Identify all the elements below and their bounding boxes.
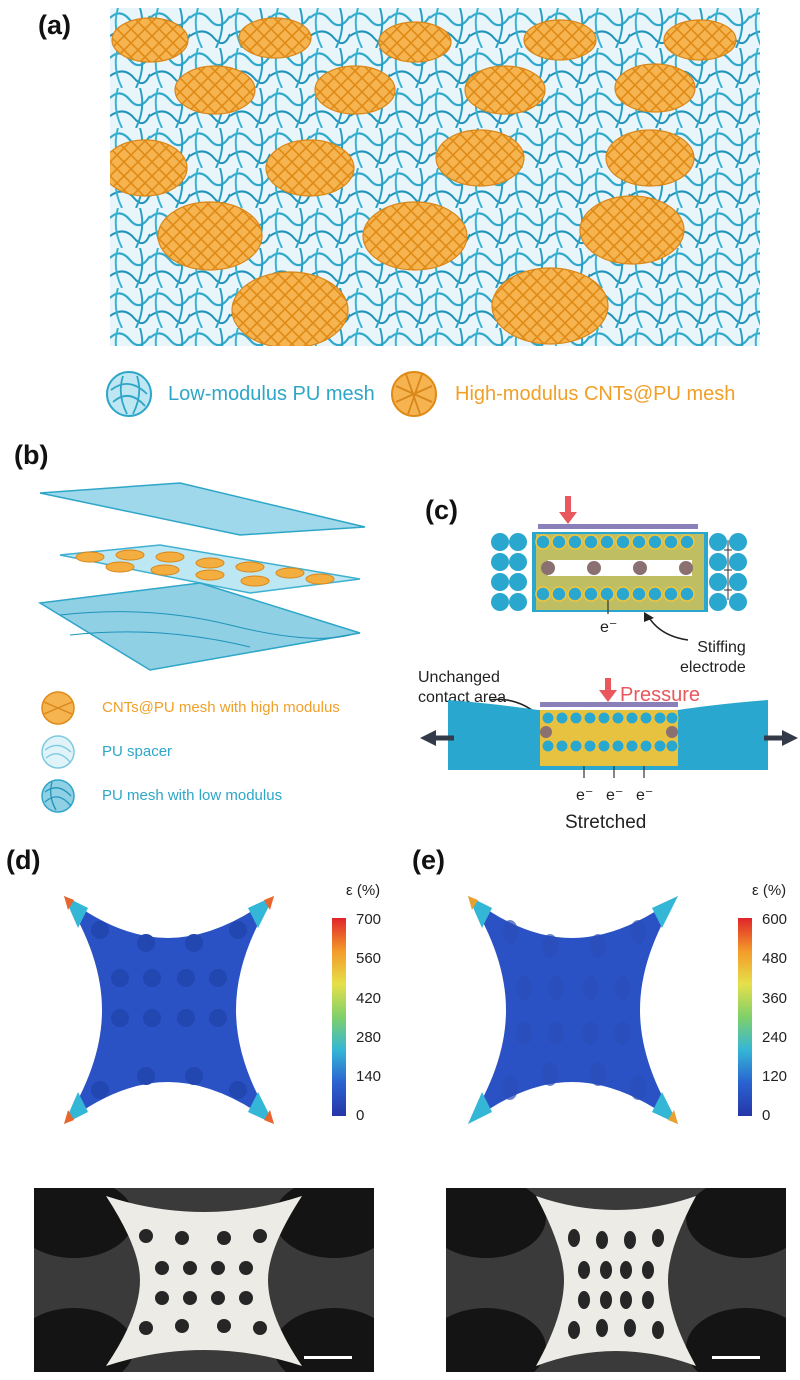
stiffing-arrow-icon bbox=[640, 612, 690, 642]
colorbar-e-tick-360: 360 bbox=[762, 990, 788, 1007]
panel-label-c: (c) bbox=[425, 495, 458, 525]
colorbar-d-tick-700: 700 bbox=[356, 911, 382, 928]
legend-low-label: PU mesh with low modulus bbox=[102, 787, 283, 804]
photo-d bbox=[34, 1188, 374, 1372]
pressure-label: Pressure bbox=[620, 684, 701, 706]
electron-label-top: e⁻ bbox=[600, 619, 618, 636]
colorbar-d-tick-560: 560 bbox=[356, 950, 382, 967]
strain-simulation-d bbox=[48, 888, 288, 1133]
pu-spacer-icon bbox=[40, 734, 76, 770]
panel-label-b: (b) bbox=[14, 440, 49, 470]
colorbar-d-tick-280: 280 bbox=[356, 1029, 382, 1046]
layer-stack-illustration bbox=[30, 475, 370, 675]
stretched-label: Stretched bbox=[565, 812, 647, 833]
low-modulus-mesh-icon bbox=[105, 370, 153, 418]
colorbar-e-tick-480: 480 bbox=[762, 950, 788, 967]
panel-label-d: (d) bbox=[6, 845, 41, 875]
stretched-sensor-diagram bbox=[418, 670, 800, 780]
colorbar-d bbox=[332, 918, 346, 1116]
strain-simulation-e bbox=[452, 888, 692, 1133]
electron-label-2: e⁻ bbox=[606, 787, 624, 804]
panel-label-a: (a) bbox=[38, 10, 71, 40]
low-modulus-icon bbox=[40, 778, 76, 814]
colorbar-e-tick-120: 120 bbox=[762, 1068, 788, 1085]
legend-cnt-label: CNTs@PU mesh with high modulus bbox=[102, 699, 340, 716]
stiffing-electrode-label: Stiffing electrode bbox=[680, 639, 746, 676]
unchanged-contact-area-label: Unchanged contact area bbox=[418, 669, 507, 706]
high-modulus-mesh-icon bbox=[390, 370, 438, 418]
colorbar-e-tick-600: 600 bbox=[762, 911, 788, 928]
colorbar-d-tick-140: 140 bbox=[356, 1068, 382, 1085]
electron-label-3: e⁻ bbox=[636, 787, 654, 804]
electron-label-1: e⁻ bbox=[576, 787, 594, 804]
colorbar-e-tick-240: 240 bbox=[762, 1029, 788, 1046]
colorbar-e-tick-0: 0 bbox=[762, 1107, 771, 1124]
colorbar-d-label: ε (%) bbox=[346, 882, 381, 899]
colorbar-d-tick-420: 420 bbox=[356, 990, 382, 1007]
legend-spacer-label: PU spacer bbox=[102, 743, 173, 760]
colorbar-d-tick-0: 0 bbox=[356, 1107, 365, 1124]
legend-high-modulus-label: High-modulus CNTs@PU mesh bbox=[455, 383, 736, 405]
mesh-illustration bbox=[110, 8, 760, 346]
unstretched-sensor-diagram bbox=[488, 490, 788, 620]
photo-e bbox=[446, 1188, 786, 1372]
legend-low-modulus-label: Low-modulus PU mesh bbox=[168, 383, 375, 405]
cnt-mesh-icon bbox=[40, 690, 76, 726]
panel-label-e: (e) bbox=[412, 845, 445, 875]
colorbar-e-label: ε (%) bbox=[752, 882, 787, 899]
colorbar-e bbox=[738, 918, 752, 1116]
